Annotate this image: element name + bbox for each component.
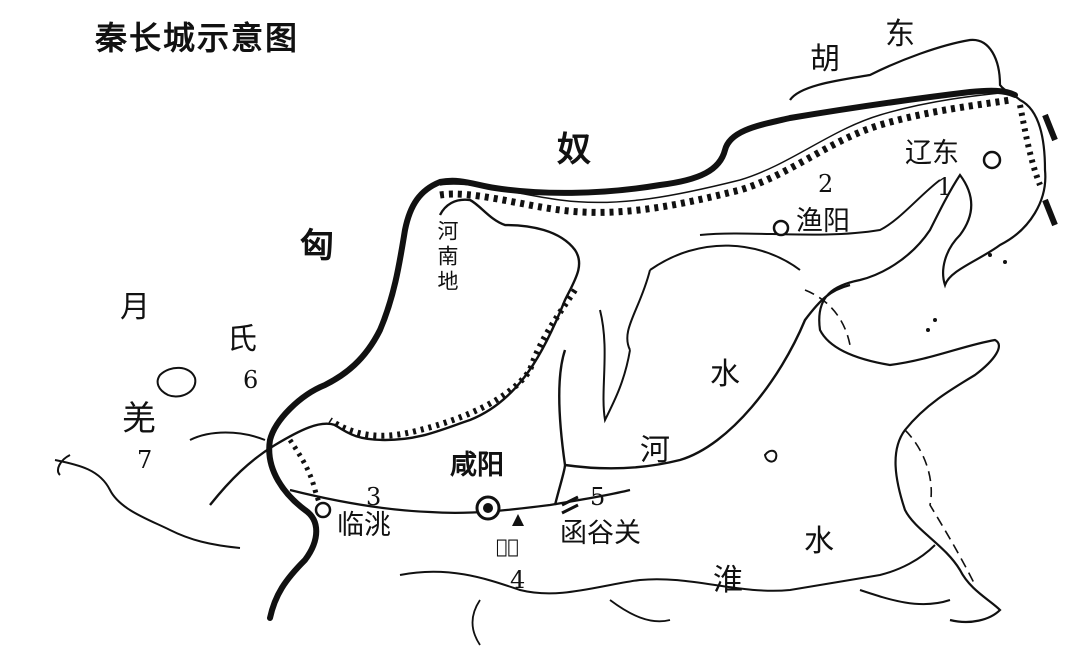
label-river-shui: 水 bbox=[710, 357, 740, 392]
label-liaodong: 辽东 bbox=[905, 138, 959, 169]
label-donghu-hu: 胡 bbox=[810, 42, 840, 77]
qin-great-wall bbox=[266, 87, 1018, 621]
mountain-triangle-icon bbox=[512, 514, 524, 526]
marker-number-5: 5 bbox=[590, 483, 606, 511]
label-yuezhi-yue: 月 bbox=[120, 290, 150, 325]
island-dot bbox=[926, 328, 930, 332]
label-xianyang: 咸阳 bbox=[450, 450, 504, 481]
island-dot bbox=[1003, 260, 1007, 264]
label-yuezhi-shi: 氏 bbox=[227, 322, 257, 357]
lake-small bbox=[763, 449, 778, 463]
label-henandi: 河南地 bbox=[435, 220, 459, 295]
yellow-river bbox=[209, 198, 851, 506]
label-qiang: 羌 bbox=[122, 399, 156, 439]
marker-number-6: 6 bbox=[243, 366, 259, 394]
label-xiongnu-nu: 奴 bbox=[557, 130, 591, 170]
label-xiongnu-xiong: 匈 bbox=[300, 226, 334, 266]
label-huai: 淮 bbox=[713, 563, 743, 598]
liaodong-wall-segment-2 bbox=[1042, 198, 1058, 227]
liaodong-wall-segment-1 bbox=[1042, 113, 1058, 142]
river-branch bbox=[599, 179, 941, 424]
label-yuyang: 渔阳 bbox=[796, 206, 850, 237]
map-title: 秦长城示意图 bbox=[95, 19, 300, 57]
lower-stream bbox=[471, 599, 671, 646]
marker-number-4: 4 bbox=[510, 566, 526, 594]
island-dot bbox=[988, 253, 992, 257]
marker-number-1: 1 bbox=[937, 173, 953, 201]
marker-number-2: 2 bbox=[818, 170, 834, 198]
island-dot bbox=[933, 318, 937, 322]
yuyang-circle-icon bbox=[772, 219, 790, 237]
earlier-wall-liaodong bbox=[1017, 104, 1043, 187]
earlier-wall-qin bbox=[328, 288, 578, 439]
label-river-he: 河 bbox=[640, 433, 670, 468]
earlier-wall-north bbox=[439, 96, 1011, 216]
lake bbox=[156, 366, 197, 398]
label-yishan: 𫘫山 bbox=[496, 536, 519, 558]
liaodong-circle-icon bbox=[982, 150, 1002, 170]
label-lintao: 临洮 bbox=[337, 510, 391, 541]
hangu-pass-icon bbox=[561, 495, 579, 515]
label-donghu-dong: 东 bbox=[885, 17, 915, 52]
capital-inner-icon bbox=[483, 503, 493, 513]
marker-number-7: 7 bbox=[137, 446, 153, 474]
lintao-circle-icon bbox=[314, 501, 332, 519]
coastline bbox=[789, 38, 1047, 624]
marker-number-3: 3 bbox=[366, 483, 382, 511]
label-hanguguan: 函谷关 bbox=[560, 518, 641, 549]
shandong-coast bbox=[804, 289, 976, 586]
label-huai-shui: 水 bbox=[804, 524, 834, 559]
huai-river bbox=[399, 544, 951, 606]
west-river bbox=[54, 431, 266, 549]
